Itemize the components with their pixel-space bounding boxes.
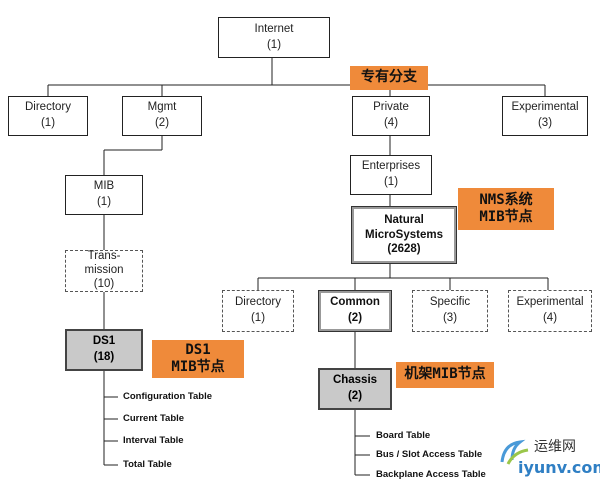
node-label: Natural [384, 213, 424, 226]
node-number: (4) [383, 117, 399, 129]
node-label: Experimental [511, 101, 579, 114]
tag-text: DS1 [185, 341, 211, 358]
watermark: 运维网 iyunv.com [498, 434, 600, 480]
chassis-node[interactable]: Chassis (2) [318, 368, 392, 410]
node-label: Trans- [87, 250, 121, 263]
node-number: (10) [93, 277, 115, 290]
node-label: Specific [429, 296, 471, 309]
node-number: (1) [96, 196, 112, 208]
node-label: Common [330, 296, 380, 309]
ds1-table-item: Configuration Table [123, 391, 213, 402]
ds1-mib-tag: DS1 MIB节点 [152, 340, 244, 378]
enterprises-node[interactable]: Enterprises (1) [350, 155, 432, 195]
nms-experimental-node[interactable]: Experimental (4) [508, 290, 592, 332]
chassis-table-item: Board Table [376, 430, 431, 441]
common-node[interactable]: Common (2) [318, 290, 392, 332]
node-label-2: mission [84, 264, 124, 277]
natural-microsystems-node[interactable]: Natural MicroSystems (2628) [351, 206, 457, 264]
mib-node[interactable]: MIB (1) [65, 175, 143, 215]
ds1-node[interactable]: DS1 (18) [65, 329, 143, 371]
mgmt-node[interactable]: Mgmt (2) [122, 96, 202, 136]
directory-node[interactable]: Directory (1) [8, 96, 88, 136]
experimental-node[interactable]: Experimental (3) [502, 96, 588, 136]
node-label: Enterprises [361, 160, 421, 173]
ds1-table-item: Total Table [123, 459, 172, 470]
node-label: Private [373, 101, 409, 114]
chassis-table-item: Backplane Access Table [376, 469, 486, 480]
specific-node[interactable]: Specific (3) [412, 290, 488, 332]
nms-directory-node[interactable]: Directory (1) [222, 290, 294, 332]
tag-text: 专有分支 [361, 69, 417, 86]
tag-text-2: MIB节点 [479, 209, 533, 225]
node-label: Experimental [516, 296, 584, 309]
node-number: (2) [347, 312, 363, 324]
tag-text: 机架MIB节点 [404, 366, 486, 383]
tag-text: NMS系统 [479, 191, 533, 208]
watermark-logo-icon [500, 439, 529, 465]
node-number: (3) [537, 117, 553, 129]
watermark-url: iyunv.com [518, 458, 600, 477]
node-label: Chassis [332, 374, 378, 387]
node-label: Directory [234, 296, 281, 309]
internet-node[interactable]: Internet (1) [218, 17, 330, 58]
ds1-table-item: Current Table [123, 413, 185, 424]
chassis-table-item: Bus / Slot Access Table [376, 449, 483, 460]
node-label: Mgmt [147, 101, 177, 114]
nms-mib-tag: NMS系统 MIB节点 [458, 188, 554, 230]
tag-text-2: MIB节点 [171, 359, 225, 375]
watermark-site: 运维网 [534, 439, 576, 455]
node-number: (1) [383, 176, 399, 188]
node-number: (1) [250, 312, 266, 324]
ds1-table-item: Interval Table [123, 435, 184, 446]
node-number: (18) [93, 351, 115, 363]
node-label-2: MicroSystems [365, 228, 443, 241]
node-number: (1) [266, 38, 282, 51]
node-label: Internet [254, 22, 294, 35]
chassis-mib-tag: 机架MIB节点 [396, 362, 494, 388]
private-node[interactable]: Private (4) [352, 96, 430, 136]
transmission-node[interactable]: Trans- mission (10) [65, 250, 143, 292]
private-branch-tag: 专有分支 [350, 66, 428, 90]
node-number: (4) [542, 312, 558, 324]
node-label: DS1 [92, 335, 116, 348]
node-number: (3) [442, 312, 458, 324]
node-number: (2) [154, 117, 170, 129]
node-number: (2628) [387, 243, 421, 256]
node-number: (1) [40, 117, 56, 129]
node-label: MIB [93, 180, 115, 193]
node-label: Directory [24, 101, 71, 114]
node-number: (2) [347, 390, 363, 402]
